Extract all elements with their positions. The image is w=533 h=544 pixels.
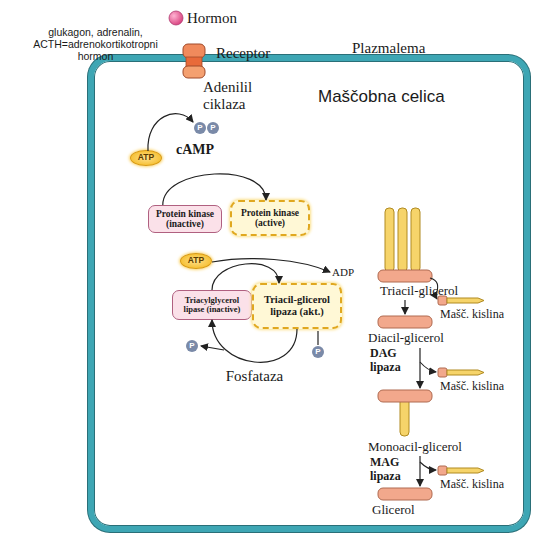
cell-compartment: Maščobna celicaPPATPProtein kinase (inac…: [88, 55, 530, 532]
reaction-connector: [212, 320, 297, 362]
reaction-connector: [212, 264, 279, 290]
hormone-molecule: [169, 11, 183, 25]
node-text: P: [189, 342, 194, 351]
node-text: Triacylglycerol lipase (inactive): [175, 296, 249, 315]
active-enzyme-box: Protein kinase (active): [230, 200, 310, 236]
node-text: P: [315, 348, 320, 357]
phosphate-circle: P: [194, 122, 206, 134]
inactive-enzyme-box: Protein kinase (inactive): [148, 205, 222, 233]
node-text: Protein kinase (inactive): [151, 209, 219, 230]
text-label: Hormon: [187, 10, 257, 27]
reaction-connector: [163, 174, 266, 205]
atp-oval: ATP: [180, 253, 212, 269]
phosphate-circle: P: [312, 346, 324, 358]
node-text: P: [210, 124, 215, 133]
node-text: Protein kinase (active): [234, 208, 306, 229]
active-enzyme-box: Triacil-glicerol lipaza (akt.): [252, 283, 342, 329]
phosphate-circle: P: [186, 340, 198, 352]
node-text: P: [197, 124, 202, 133]
cell-title: Maščobna celica: [318, 88, 445, 107]
node-text: ATP: [188, 256, 204, 265]
node-text: ATP: [138, 153, 154, 162]
node-text: Triacil-glicerol lipaza (akt.): [256, 294, 338, 317]
inactive-enzyme-box: Triacylglycerol lipase (inactive): [172, 290, 252, 320]
phosphate-circle: P: [207, 122, 219, 134]
atp-oval: ATP: [130, 150, 162, 166]
